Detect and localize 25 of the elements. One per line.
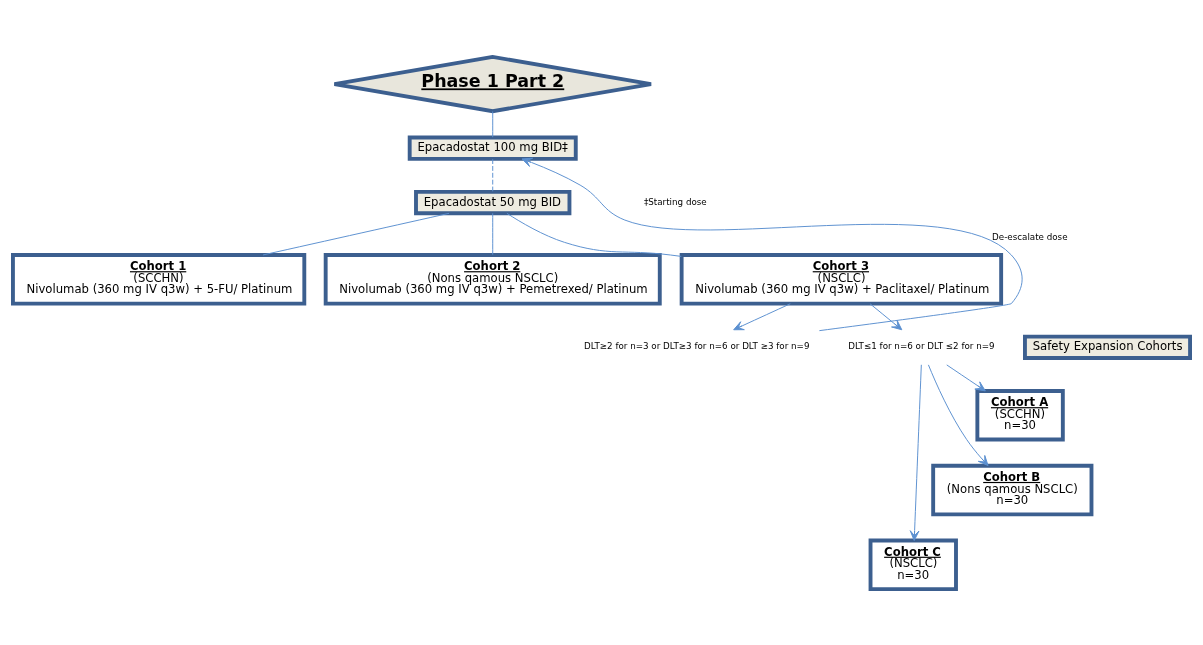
node-box: Cohort 3 (NSCLC) Nivolumab (360 mg IV q3w) + Paclitaxel/ Platinum: [679, 252, 1004, 305]
node-box: Epacadostat 50 mg BID: [414, 189, 572, 215]
node-box: Safety Expansion Cohorts: [1023, 334, 1192, 360]
arrow: [521, 157, 1023, 331]
arrow: [869, 302, 903, 330]
node-text: DLT≥2 for n=3 or DLT≥3 for n=6 or DLT ≥3 for n=9: [584, 340, 810, 351]
connector: [492, 110, 494, 138]
node-diamond: Phase 1 Part 2: [332, 54, 653, 113]
node-box: Cohort C (NSCLC) n=30: [868, 538, 958, 591]
arrow: [927, 363, 989, 466]
node-box: Cohort B (Nons qamous NSCLC) n=30: [931, 463, 1094, 516]
label: ‡Starting dose: [643, 196, 707, 207]
connector: [506, 212, 682, 257]
node-box: Cohort A (SCCHN) n=30: [975, 388, 1065, 441]
node-box: Cohort 1 (SCCHN) Nivolumab (360 mg IV q3w) + 5-FU/ Platinum: [11, 252, 307, 305]
connector: [492, 212, 494, 255]
arrow: [733, 302, 791, 330]
connector: [262, 212, 450, 255]
arrow: [946, 363, 986, 391]
edge-label: De-escalate dose: [992, 231, 1068, 242]
node-box: Cohort 2 (Nons qamous NSCLC) Nivolumab (360 mg IV q3w) + Pemetrexed/ Platinum: [323, 252, 662, 305]
node-box: Epacadostat 100 mg BID‡: [407, 135, 578, 161]
arrow: [909, 363, 922, 541]
node-text: DLT≤1 for n=6 or DLT ≤2 for n=9: [848, 340, 995, 351]
connector: [492, 158, 494, 192]
